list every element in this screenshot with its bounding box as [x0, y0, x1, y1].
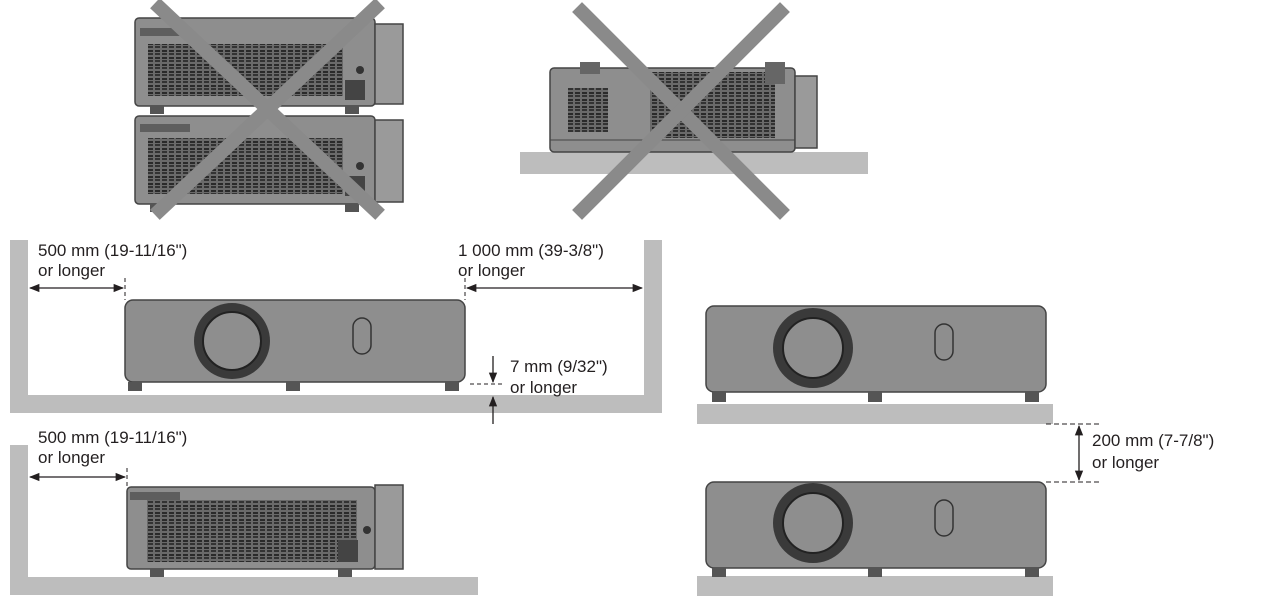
projector-side [126, 484, 404, 577]
side-clearance-diagram: 500 mm (19-11/16") or longer [10, 428, 478, 595]
projector-front-lower [705, 481, 1047, 577]
right-clearance-label-1: 1 000 mm (39-3/8") [458, 241, 604, 260]
side-clearance-label-2: or longer [38, 448, 105, 467]
bottom-gap-label-1: 7 mm (9/32") [510, 357, 608, 376]
projector-front [124, 299, 466, 391]
right-wall [644, 240, 662, 413]
left-clearance-label-1: 500 mm (19-11/16") [38, 241, 187, 260]
shelf [520, 152, 868, 174]
side-clearance-label-1: 500 mm (19-11/16") [38, 428, 187, 447]
upper-shelf [697, 404, 1053, 424]
floor-shelf [10, 395, 662, 413]
stack-clearance-diagram: 200 mm (7-7/8") or longer [697, 305, 1214, 596]
tilted-projector-prohibited [520, 2, 868, 220]
stack-clearance-label-1: 200 mm (7-7/8") [1092, 431, 1214, 450]
prohibited-cross-icon [572, 2, 790, 220]
stack-clearance-label-2: or longer [1092, 453, 1159, 472]
left-wall [10, 445, 28, 595]
bottom-gap-label-2: or longer [510, 378, 577, 397]
left-clearance-label-2: or longer [38, 261, 105, 280]
prohibited-cross-icon [150, 0, 385, 220]
lower-shelf [697, 576, 1053, 596]
right-clearance-label-2: or longer [458, 261, 525, 280]
floor-shelf [10, 577, 478, 595]
stacked-projectors-prohibited [134, 0, 404, 220]
projector-front-upper [705, 305, 1047, 402]
left-wall [10, 240, 28, 413]
front-clearance-diagram: 500 mm (19-11/16") or longer 1 000 mm (3… [10, 240, 662, 424]
